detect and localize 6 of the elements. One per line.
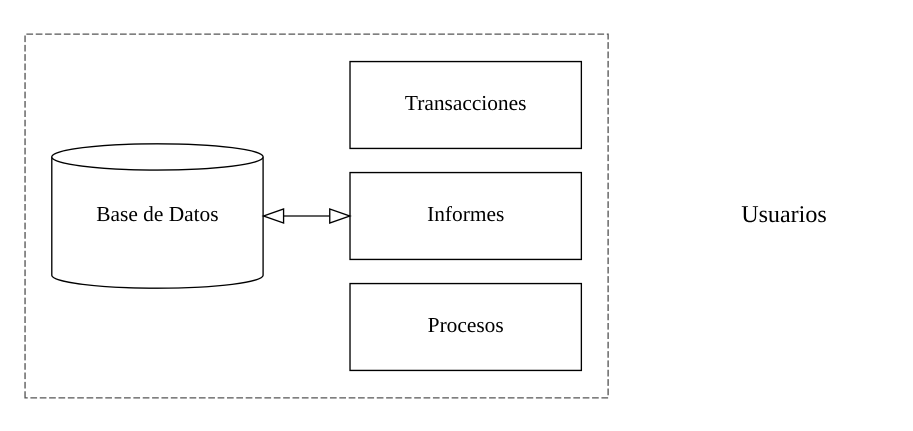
- label: Usuarios: [740, 201, 826, 228]
- node-box: Transacciones: [348, 60, 582, 149]
- arrow: [261, 208, 352, 224]
- node-box: Informes: [348, 171, 582, 260]
- node-box: Procesos: [348, 282, 582, 371]
- cluster: [24, 32, 608, 398]
